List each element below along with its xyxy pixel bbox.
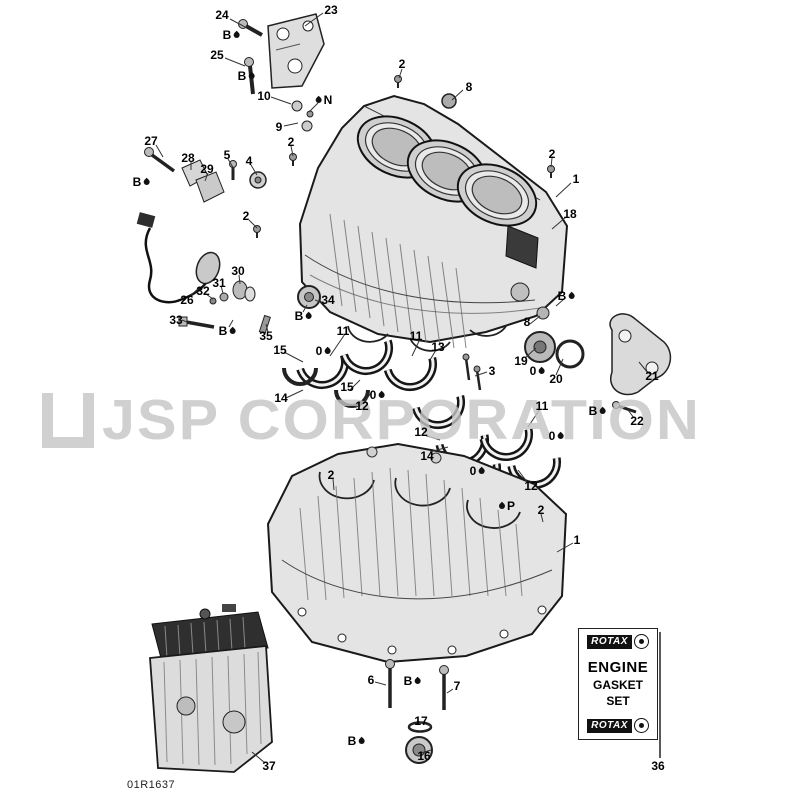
gasket-set-box: ROTAX ENGINE GASKET SET ROTAX [578,628,658,740]
sensor-and-small-parts-art [136,100,321,335]
leader-lines [155,12,649,764]
rotax-circle-icon [633,718,649,733]
seal-and-pto-cover-art [524,306,672,414]
gasket-box-line-gasket: GASKET [592,678,643,692]
assembled-engine-art [149,604,273,773]
rotax-wordmark: ROTAX [587,634,632,649]
diagram-code: 01R1637 [127,779,176,791]
lower-crankcase-art [266,442,568,664]
engine-support-bracket-art [238,13,325,95]
upper-crankcase-art [298,94,569,391]
rotax-logo-bottom: ROTAX [587,718,649,733]
gasket-box-line-set: SET [606,694,630,708]
gasket-box-line-engine: ENGINE [587,659,649,676]
bottom-fasteners-art [385,659,449,764]
rotax-wordmark: ROTAX [587,718,632,733]
rotax-logo-top: ROTAX [587,634,649,649]
rotax-circle-icon [633,634,649,649]
